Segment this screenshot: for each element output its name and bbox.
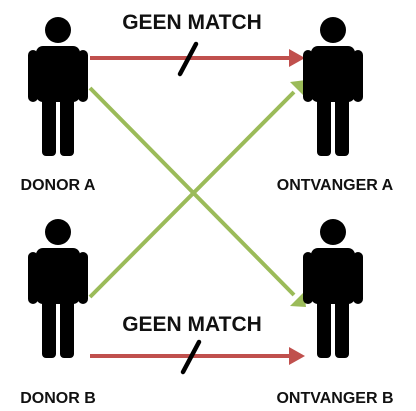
donor-a-person-icon	[28, 17, 88, 156]
top-no-match-label: GEEN MATCH	[122, 11, 262, 34]
ontvanger-b-label: ONTVANGER B	[276, 390, 393, 407]
donor-a-label: DONOR A	[21, 177, 96, 194]
donor-b-label: DONOR B	[20, 390, 96, 407]
no-match-slash-top-icon	[177, 41, 199, 77]
no-match-arrow-bottom	[90, 347, 305, 365]
match-arrow-donor-b-to-ontvanger-a	[88, 80, 306, 299]
ontvanger-a-person-icon	[303, 17, 363, 156]
no-match-slash-bottom-icon	[180, 339, 202, 375]
match-arrow-donor-a-to-ontvanger-b	[88, 86, 306, 307]
no-match-arrow-top	[90, 49, 305, 67]
donor-b-person-icon	[28, 219, 88, 358]
ontvanger-b-person-icon	[303, 219, 363, 358]
ontvanger-a-label: ONTVANGER A	[277, 177, 394, 194]
bottom-no-match-label: GEEN MATCH	[122, 313, 262, 336]
